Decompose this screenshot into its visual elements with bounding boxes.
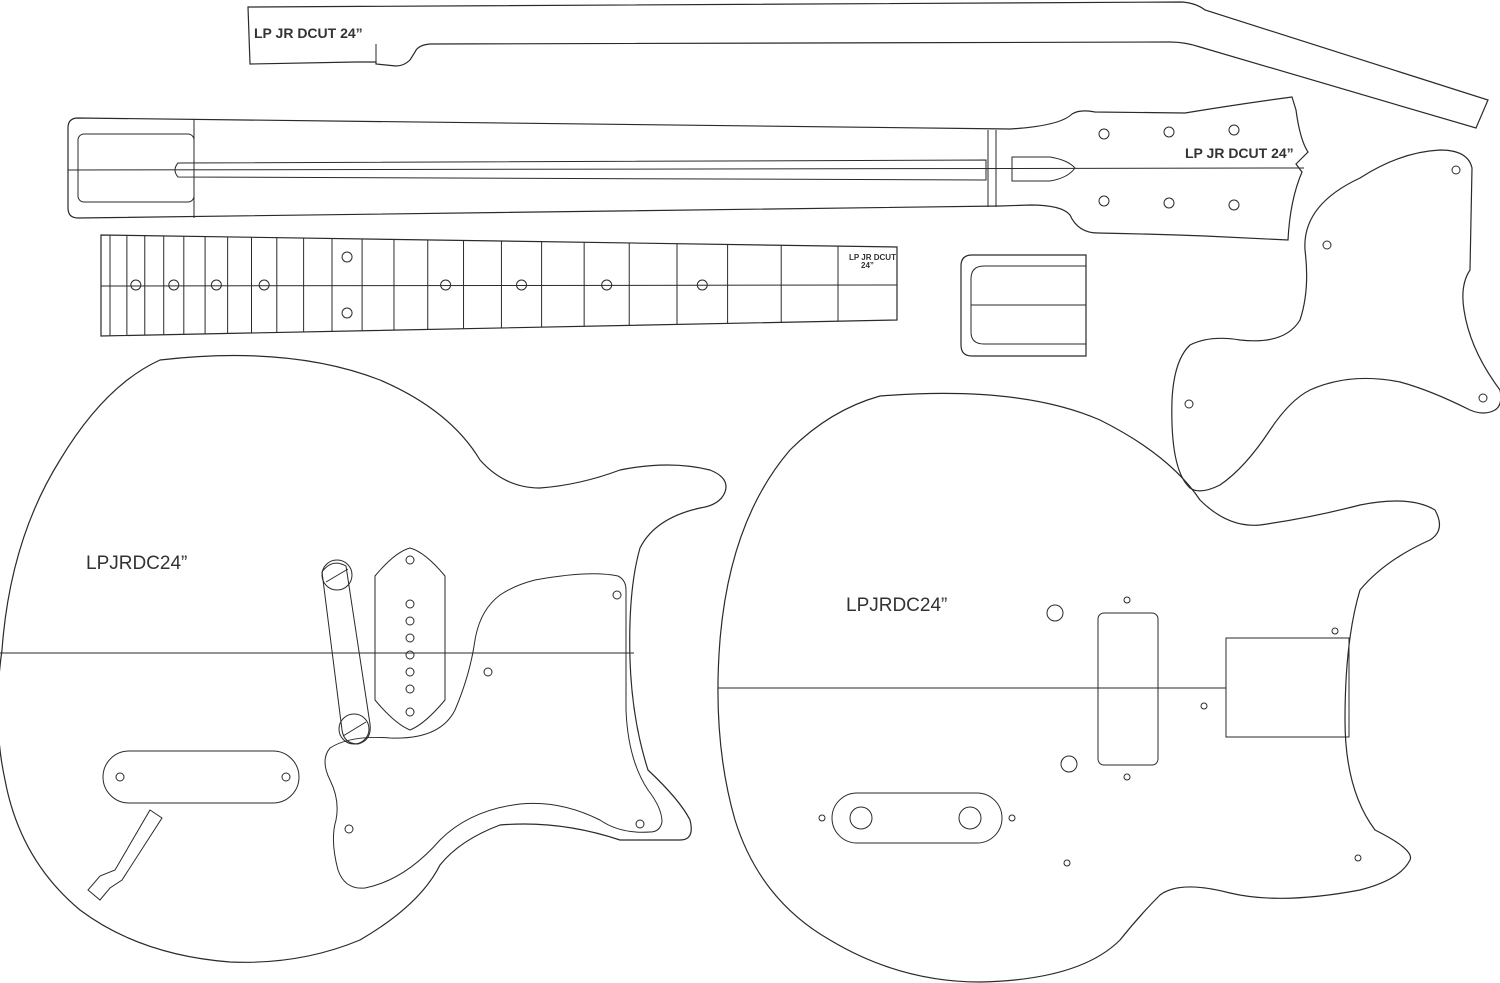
tuner-hole: [1163, 197, 1175, 209]
mount-hole: [849, 806, 873, 830]
tuner-hole: [1163, 126, 1175, 138]
body-right: LPJRDC24”: [717, 392, 1441, 983]
screw-hole: [405, 707, 415, 717]
screw-hole: [1200, 702, 1208, 710]
screw-hole: [1354, 854, 1362, 862]
control-hole: [1046, 604, 1064, 622]
inlay-dot: [341, 251, 353, 263]
pole-piece: [405, 650, 415, 660]
headstock-label: LP JR DCUT 24”: [1185, 145, 1294, 161]
inlay-dot: [168, 279, 180, 291]
bridge-stud: [321, 559, 353, 591]
tuner-hole: [1228, 199, 1240, 211]
inlay-dot: [210, 279, 222, 291]
body-left-label: LPJRDC24”: [86, 553, 187, 574]
pole-piece: [405, 667, 415, 677]
inlay-dot: [601, 279, 613, 291]
inlay-dot: [258, 279, 270, 291]
neck-side-profile: LP JR DCUT 24”: [247, 1, 1489, 129]
control-hole: [1060, 755, 1078, 773]
pole-piece: [405, 599, 415, 609]
neck-top-view: LP JR DCUT 24”: [67, 96, 1309, 241]
fretboard: LP JR DCUT 24”: [100, 234, 898, 337]
screw-hole: [281, 772, 291, 782]
screw-hole: [1451, 165, 1461, 175]
screw-hole: [612, 590, 622, 600]
inlay-dot: [341, 307, 353, 319]
screw-hole: [1322, 240, 1332, 250]
screw-hole: [818, 814, 826, 822]
pole-piece: [405, 684, 415, 694]
body-right-label: LPJRDC24”: [846, 595, 947, 616]
fretboard-label-line1: LP JR DCUT: [849, 253, 896, 262]
screw-hole: [1123, 596, 1131, 604]
screw-hole: [1478, 393, 1488, 403]
body-left: LPJRDC24”: [0, 354, 727, 963]
inlay-dot: [516, 279, 528, 291]
tuner-hole: [1228, 124, 1240, 136]
screw-hole: [344, 824, 354, 834]
neck-side-label: LP JR DCUT 24”: [254, 25, 363, 41]
pole-piece: [405, 633, 415, 643]
screw-hole: [635, 819, 645, 829]
mount-hole: [958, 806, 982, 830]
screw-hole: [483, 667, 493, 677]
tuner-hole: [1098, 128, 1110, 140]
fretboard-label-line2: 24”: [861, 261, 874, 270]
neck-heel-template: [960, 254, 1087, 357]
inlay-dot: [440, 279, 452, 291]
pole-piece: [405, 616, 415, 626]
inlay-dot: [130, 279, 142, 291]
screw-hole: [1184, 399, 1194, 409]
screw-hole: [1331, 627, 1339, 635]
tuner-hole: [1098, 195, 1110, 207]
bridge-stud: [338, 713, 370, 745]
screw-hole: [115, 772, 125, 782]
screw-hole: [1063, 859, 1071, 867]
screw-hole: [1123, 773, 1131, 781]
screw-hole: [1008, 814, 1016, 822]
screw-hole: [405, 555, 415, 565]
inlay-dot: [696, 279, 708, 291]
pickguard: [1171, 149, 1500, 492]
